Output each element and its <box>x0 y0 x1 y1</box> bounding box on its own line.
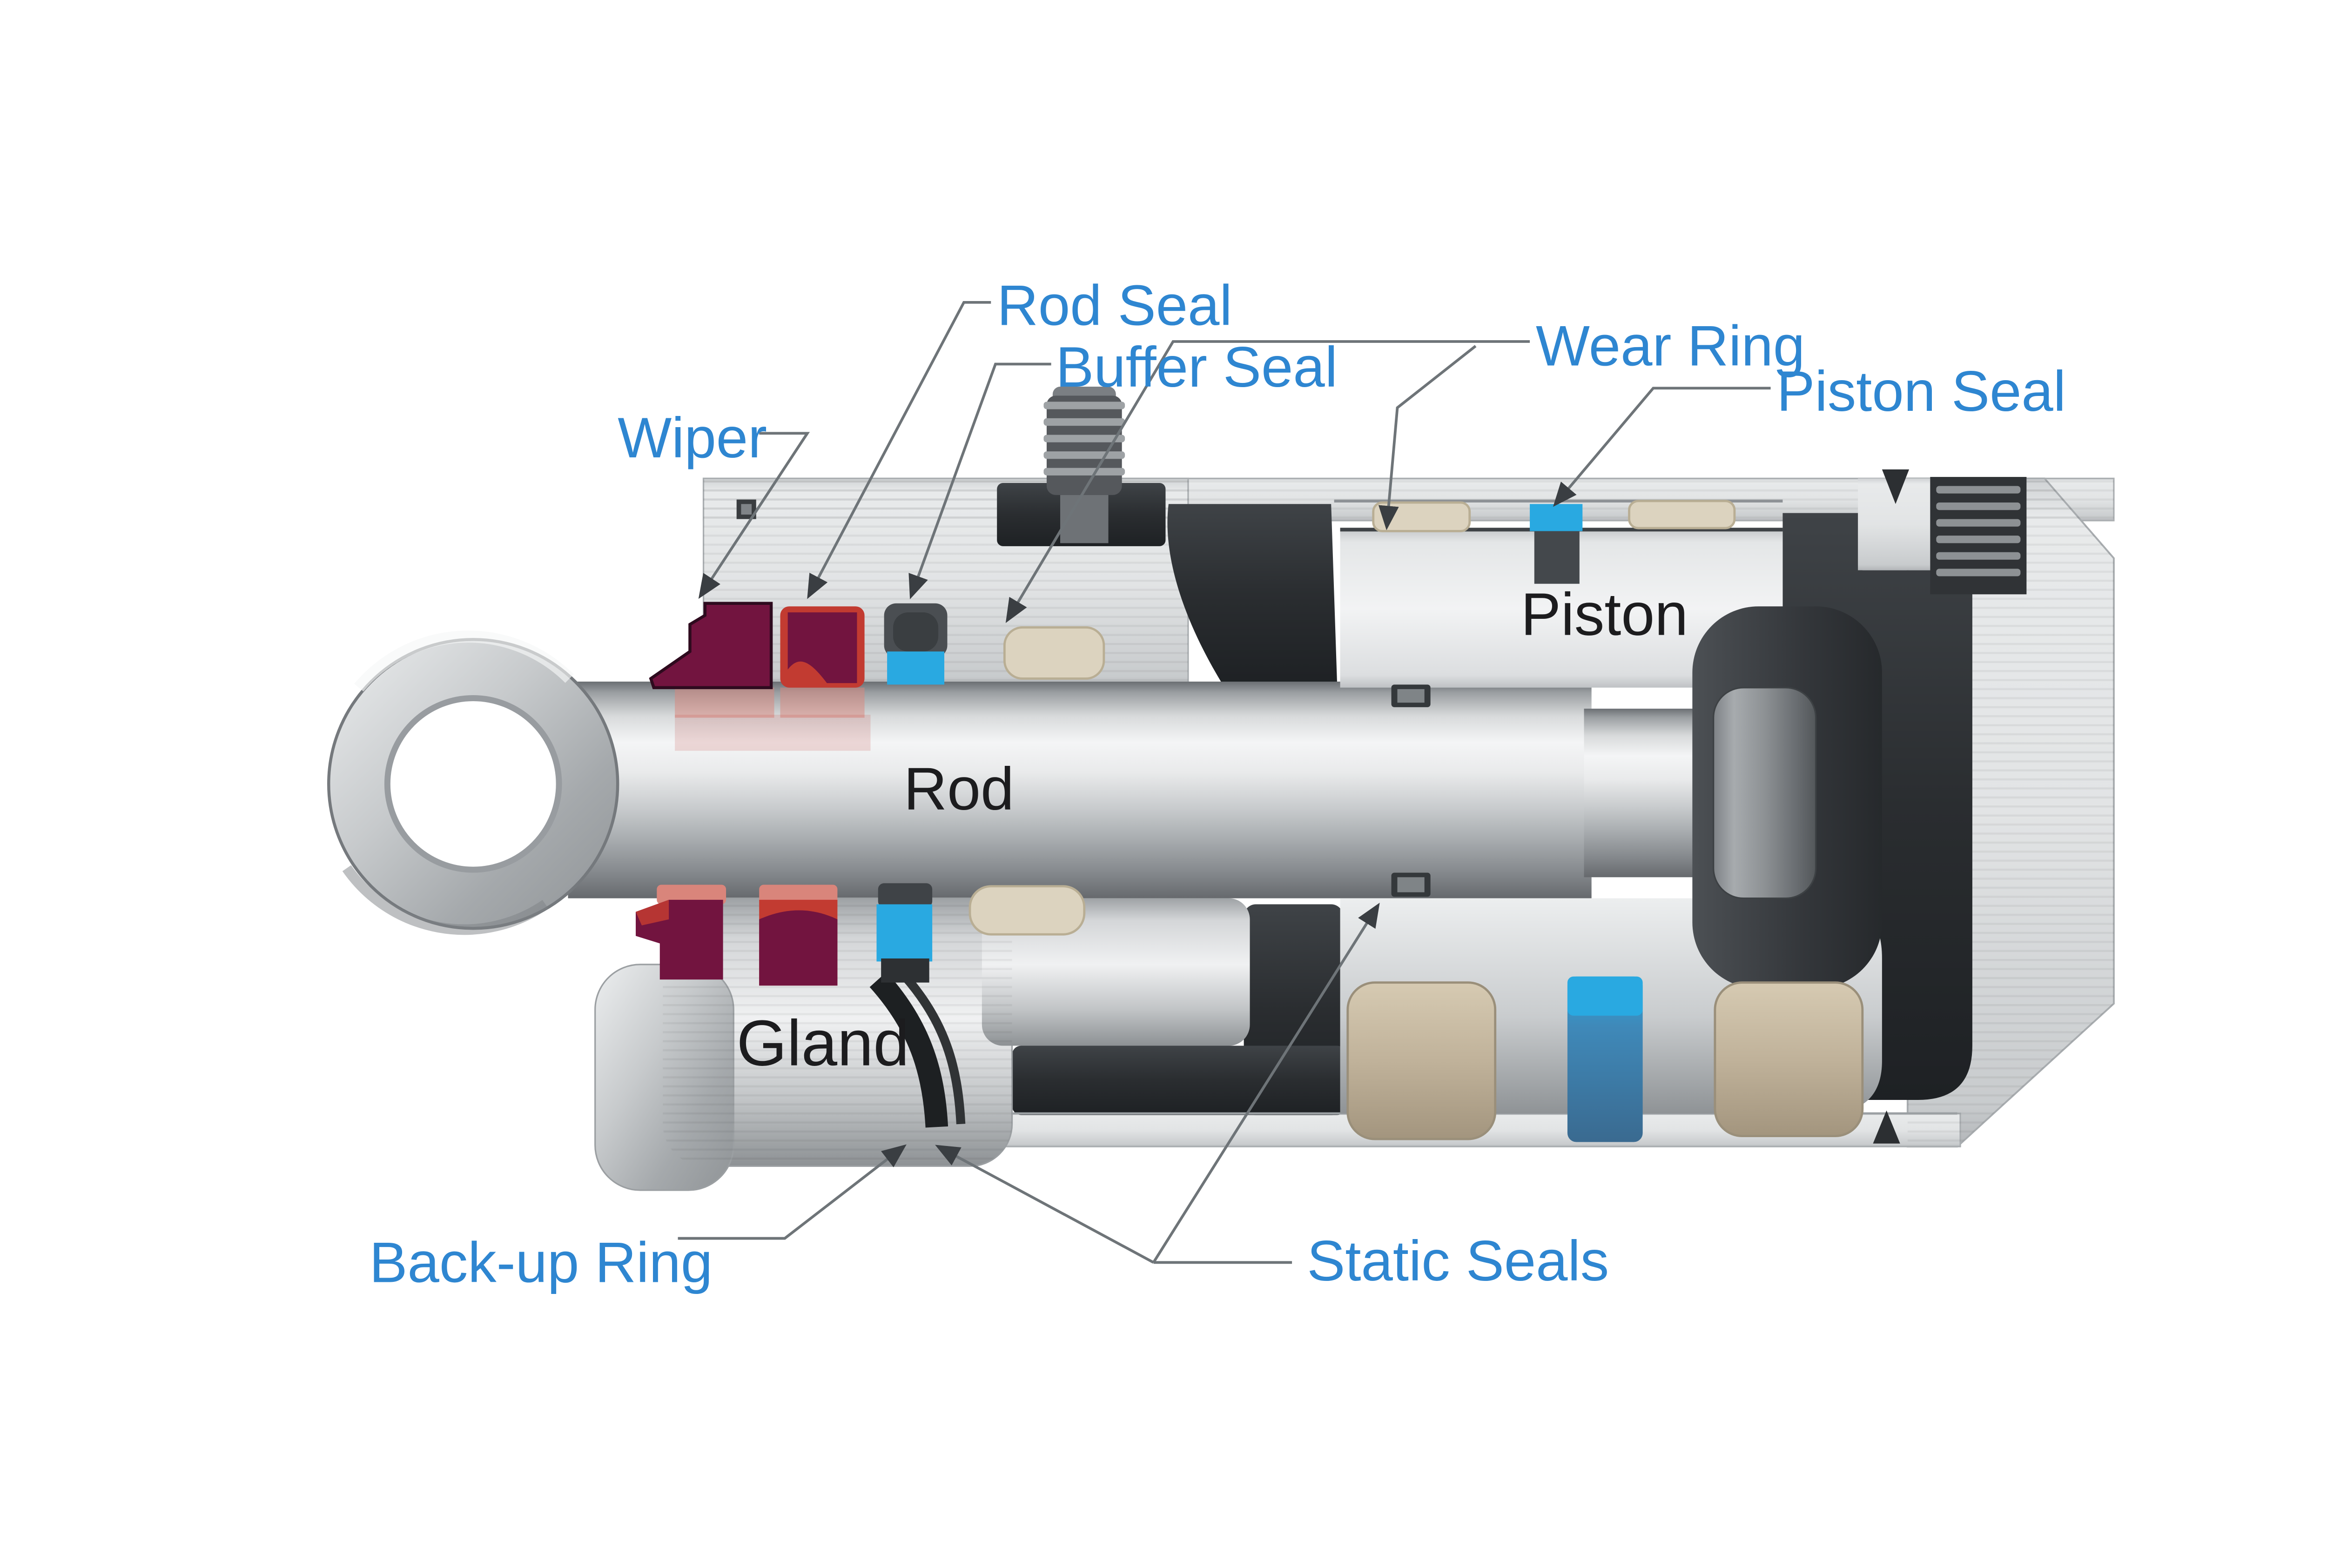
wiper-element-top <box>649 602 773 690</box>
top-bolt <box>1043 387 1125 543</box>
rod-seal-element-bottom <box>759 885 838 986</box>
seal-reflection <box>780 687 865 718</box>
wear-ring-label: Wear Ring <box>1536 315 1805 378</box>
static-seal-rod-top <box>1391 684 1431 707</box>
piston-seal-top <box>1530 504 1583 531</box>
rod-assembly <box>327 630 1714 935</box>
seal-reflection <box>675 687 774 718</box>
rod-eye-hole <box>387 698 559 870</box>
piston-wear-ring-bottom-right <box>1714 981 1864 1138</box>
static-seals-label: Static Seals <box>1307 1229 1609 1293</box>
rod-eye-hole-rim <box>384 695 562 873</box>
buffer-seal-leader <box>908 362 1051 599</box>
wiper-label: Wiper <box>618 406 767 470</box>
gland-seal-row <box>636 883 1086 986</box>
wear-ring-element-head <box>1003 626 1105 680</box>
piston-seal-groove <box>1534 529 1580 584</box>
head-bore-funnel <box>1167 504 1338 685</box>
piston-seal-bottom-edge <box>1567 976 1643 1016</box>
buffer-seal-label: Buffer Seal <box>1056 335 1338 399</box>
lower-chamber <box>1012 1045 1346 1115</box>
piston-assembly <box>1340 500 1882 1142</box>
piston-wear-ring-top-right <box>1628 500 1736 529</box>
labels: Wiper Rod Seal Buffer Seal Wear Ring Pis… <box>370 274 2066 1294</box>
piston-seal-leader <box>1553 387 1771 507</box>
back-up-ring-element <box>869 972 948 1128</box>
wear-ring-leader-piston <box>1378 345 1477 530</box>
diagram-canvas: Wiper Rod Seal Buffer Seal Wear Ring Pis… <box>19 7 2327 1561</box>
hydraulic-cylinder-diagram: Wiper Rod Seal Buffer Seal Wear Ring Pis… <box>19 7 2327 1561</box>
rod-label: Rod <box>904 756 1014 823</box>
seal-reflection <box>675 715 871 751</box>
joint-marker-bottom <box>1873 1110 1900 1144</box>
cap-threaded-port <box>1930 477 2027 595</box>
back-up-ring-leader <box>678 1144 907 1240</box>
leader-lines <box>678 301 1771 1264</box>
rod-neck <box>1584 709 1714 878</box>
wear-ring-element-gland <box>968 885 1086 936</box>
joint-marker-top <box>1882 469 1910 504</box>
piston-nut <box>1713 687 1817 899</box>
rod-body <box>568 681 1592 898</box>
rod-seal-element-top <box>780 606 865 688</box>
static-seals-leader-rod <box>1152 903 1380 1263</box>
eye-shadow <box>342 865 549 935</box>
rod-seal-label: Rod Seal <box>997 274 1232 337</box>
head-seal-row <box>649 499 1105 751</box>
piston-seal-label: Piston Seal <box>1776 360 2066 423</box>
static-seals-leader-gland <box>935 1145 1154 1264</box>
wear-ring-leader-head <box>1005 340 1530 623</box>
piston-label: Piston <box>1521 581 1688 648</box>
wiper-leader <box>698 432 810 599</box>
wiper-element-bottom <box>636 885 726 980</box>
piston-seal-bottom <box>1567 976 1643 1142</box>
eye-highlight <box>354 630 574 692</box>
buffer-seal-element-top <box>884 603 948 685</box>
buffer-seal-element-bottom <box>876 883 933 983</box>
static-seal-rod-bottom <box>1391 872 1431 897</box>
piston-wear-ring-bottom-left <box>1346 981 1497 1140</box>
back-up-ring-label: Back-up Ring <box>370 1231 713 1294</box>
rod-seal-leader <box>807 301 991 599</box>
static-seal-gland-element <box>901 973 966 1125</box>
gland-label: Gland <box>737 1007 909 1079</box>
